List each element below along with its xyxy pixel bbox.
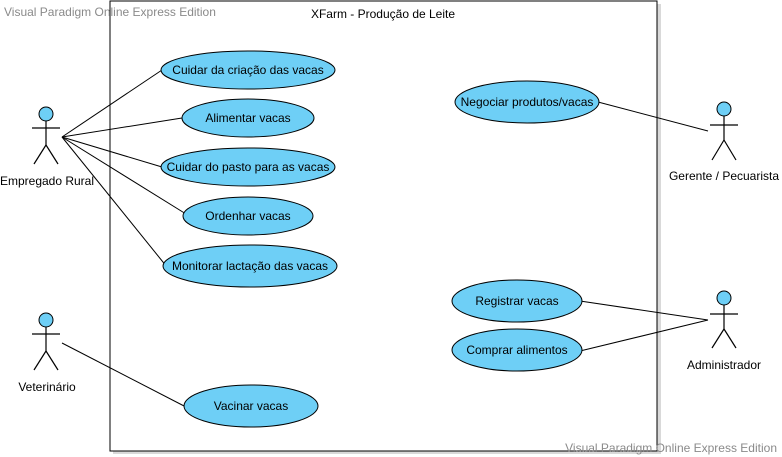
association-administrador-comprar xyxy=(579,319,709,352)
use-case-registrar: Registrar vacas xyxy=(451,279,583,323)
stick-figure-icon xyxy=(32,312,60,371)
use-case-vacinar: Vacinar vacas xyxy=(183,384,319,428)
use-case-label: Negociar produtos/vacas xyxy=(461,95,594,109)
use-case-label: Monitorar lactação das vacas xyxy=(172,259,328,273)
stick-figure-icon xyxy=(710,290,738,349)
association-administrador-registrar xyxy=(579,300,709,321)
use-case-alimentar: Alimentar vacas xyxy=(181,98,315,138)
watermark-top: Visual Paradigm Online Express Edition xyxy=(4,5,216,19)
association-gerente-negociar xyxy=(597,101,709,132)
use-case-label: Vacinar vacas xyxy=(214,399,288,413)
actor-veterinario: Veterinário xyxy=(18,312,76,394)
association-empregado-cuidar-criacao xyxy=(61,69,163,138)
association-empregado-cuidar-pasto xyxy=(61,136,163,168)
actor-label: Empregado Rural xyxy=(0,174,94,188)
watermark-bottom: Visual Paradigm Online Express Edition xyxy=(565,441,777,455)
use-case-cuidar-pasto: Cuidar do pasto para as vacas xyxy=(160,147,336,187)
use-case-label: Ordenhar vacas xyxy=(205,209,290,223)
association-veterinario-vacinar xyxy=(61,342,187,408)
system-title: XFarm - Produção de Leite xyxy=(311,7,455,21)
use-case-label: Registrar vacas xyxy=(475,294,558,308)
stick-figure-icon xyxy=(710,101,738,161)
use-case-monitorar: Monitorar lactação das vacas xyxy=(162,244,338,288)
use-case-label: Comprar alimentos xyxy=(466,343,567,357)
actor-label: Gerente / Pecuarista xyxy=(669,169,779,183)
use-case-cuidar-criacao: Cuidar da criação das vacas xyxy=(160,50,336,90)
use-case-comprar: Comprar alimentos xyxy=(451,328,583,372)
associations xyxy=(61,69,709,408)
use-case-label: Cuidar da criação das vacas xyxy=(172,63,323,77)
use-case-ordenhar: Ordenhar vacas xyxy=(182,196,314,236)
actor-gerente-pecuarista: Gerente / Pecuarista xyxy=(669,101,779,183)
actor-administrador: Administrador xyxy=(687,290,761,372)
association-empregado-alimentar xyxy=(61,117,183,138)
association-empregado-monitorar xyxy=(61,136,168,268)
use-case-negociar: Negociar produtos/vacas xyxy=(454,80,600,124)
actor-label: Administrador xyxy=(687,358,761,372)
stick-figure-icon xyxy=(32,106,60,165)
actor-label: Veterinário xyxy=(18,380,76,394)
association-empregado-ordenhar xyxy=(61,136,187,215)
actor-empregado-rural: Empregado Rural xyxy=(0,106,94,188)
use-case-label: Alimentar vacas xyxy=(205,111,290,125)
use-case-label: Cuidar do pasto para as vacas xyxy=(167,160,330,174)
